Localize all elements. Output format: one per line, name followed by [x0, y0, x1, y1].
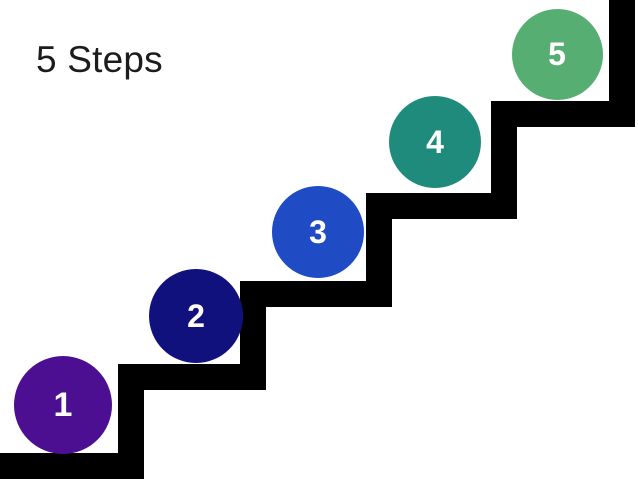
step-node-1[interactable]: 1 — [14, 356, 112, 454]
step-node-3[interactable]: 3 — [272, 186, 364, 278]
step-number-label: 5 — [548, 36, 566, 72]
step-node-4[interactable]: 4 — [389, 96, 481, 188]
step-node-5[interactable]: 5 — [511, 8, 603, 100]
step-node-2[interactable]: 2 — [149, 269, 243, 363]
step-number-label: 3 — [309, 214, 327, 250]
step-number-label: 2 — [187, 298, 205, 334]
step-number-label: 4 — [426, 124, 444, 160]
step-number-label: 1 — [53, 386, 73, 424]
page-title: 5 Steps — [36, 39, 163, 80]
